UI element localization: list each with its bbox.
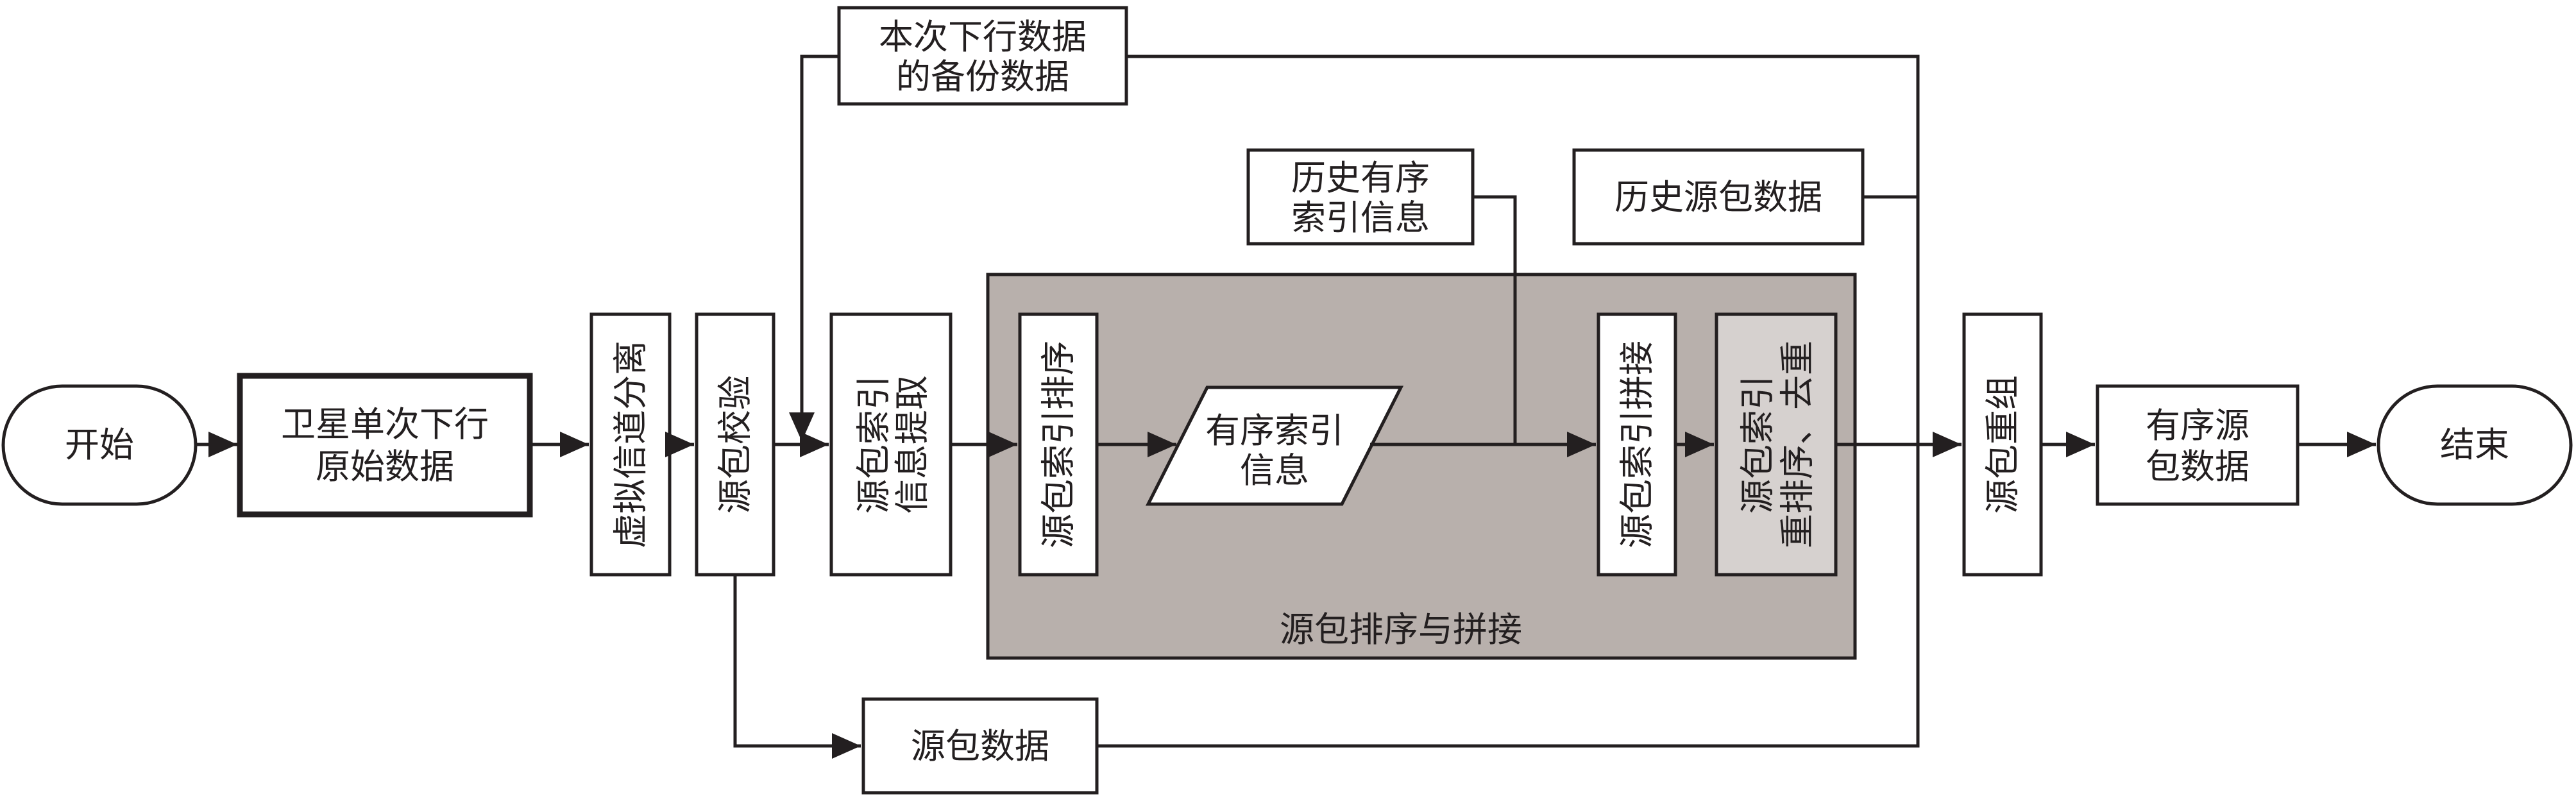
index-extract-box xyxy=(829,312,953,577)
line-packet-data-to-bus xyxy=(1098,444,1920,748)
ordered-packets-line1: 有序源 xyxy=(2146,405,2250,446)
index-extract-line1: 源包索引 xyxy=(854,375,894,514)
line-backup-to-bus xyxy=(1126,55,1920,444)
packet-check-box xyxy=(695,312,775,577)
sort-splice-group xyxy=(986,273,1857,660)
end-node xyxy=(2377,384,2573,506)
ordered-packets-line2: 包数据 xyxy=(2146,446,2250,487)
end-label: 结束 xyxy=(2440,425,2509,465)
reassembly-box xyxy=(1962,312,2043,577)
raw-data-box xyxy=(237,373,533,518)
start-label: 开始 xyxy=(65,425,134,465)
history-index-line1: 历史有序 xyxy=(1291,158,1430,198)
ordered-packets-box xyxy=(2096,384,2300,506)
packet-data-label: 源包数据 xyxy=(911,726,1049,766)
index-splice-label: 源包索引拼接 xyxy=(1617,341,1657,548)
line-history-index-to-splice xyxy=(1473,195,1517,444)
index-sort-label: 源包索引排序 xyxy=(1038,341,1079,548)
ordered-index-line1: 有序索引 xyxy=(1205,410,1344,451)
packet-check-label: 源包校验 xyxy=(715,375,756,514)
arrow-check-to-packet-data xyxy=(733,576,861,759)
index-splice-box xyxy=(1597,312,1677,577)
history-index-line2: 索引信息 xyxy=(1291,198,1430,238)
vc-separation-box xyxy=(589,312,672,577)
ordered-index-line2: 信息 xyxy=(1240,450,1309,491)
index-extract-line2: 信息提取 xyxy=(892,375,933,514)
backup-data-box xyxy=(837,6,1128,106)
arrow-backup-to-extract xyxy=(789,55,839,441)
index-sort-box xyxy=(1018,312,1099,577)
reassembly-label: 源包重组 xyxy=(1983,375,2023,514)
ordered-index-parallelogram xyxy=(1145,385,1404,506)
resort-dedup-line1: 源包索引 xyxy=(1738,375,1778,514)
history-packets-label: 历史源包数据 xyxy=(1614,177,1822,217)
history-index-box xyxy=(1246,148,1475,246)
vc-separation-label: 虚拟信道分离 xyxy=(611,341,651,548)
history-packets-box xyxy=(1572,148,1865,246)
packet-data-box xyxy=(861,697,1099,795)
raw-data-line2: 原始数据 xyxy=(316,446,454,487)
sort-splice-group-label: 源包排序与拼接 xyxy=(1280,609,1522,650)
backup-data-line1: 本次下行数据 xyxy=(879,17,1087,57)
resort-dedup-line2: 重排序、去重 xyxy=(1777,341,1818,548)
raw-data-line1: 卫星单次下行 xyxy=(281,404,489,444)
start-node xyxy=(1,384,198,506)
backup-data-line2: 的备份数据 xyxy=(896,56,1069,97)
resort-dedup-box xyxy=(1715,312,1838,577)
